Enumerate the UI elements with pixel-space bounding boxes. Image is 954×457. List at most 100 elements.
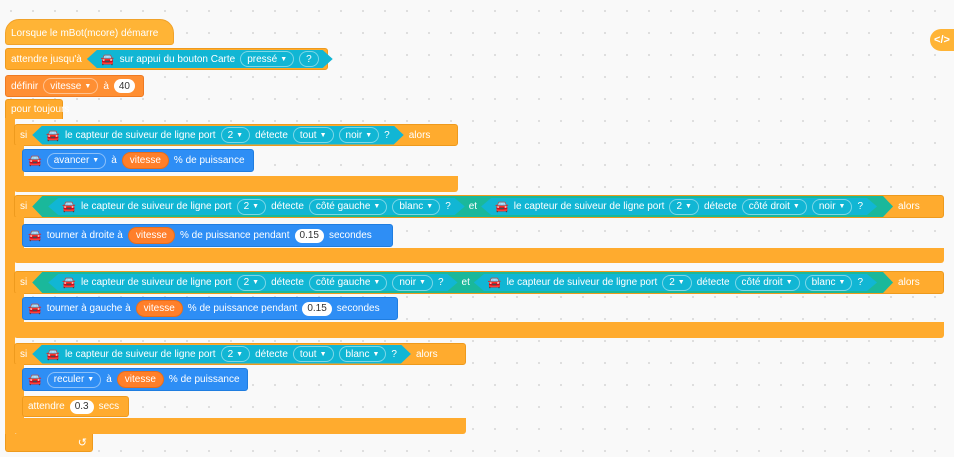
color-dropdown[interactable]: noir▼ bbox=[339, 127, 380, 143]
port-dropdown[interactable]: 2▼ bbox=[237, 275, 267, 291]
question-mark: ? bbox=[857, 277, 864, 288]
if-block-4[interactable]: si 🚘 le capteur de suiveur de ligne port… bbox=[14, 343, 466, 365]
code-view-button[interactable]: </> bbox=[930, 29, 954, 51]
port-dropdown[interactable]: 2▼ bbox=[662, 275, 692, 291]
detects-label: détecte bbox=[255, 348, 288, 360]
side-dropdown[interactable]: côté droit▼ bbox=[742, 199, 807, 215]
power-duration-label: % de puissance pendant bbox=[187, 303, 298, 314]
button-state-dropdown[interactable]: pressé▼ bbox=[240, 51, 294, 67]
and-operator[interactable]: 🚘 le capteur de suiveur de ligne port 2▼… bbox=[32, 272, 893, 293]
port-dropdown[interactable]: 2▼ bbox=[221, 346, 251, 362]
and-label: et bbox=[461, 277, 470, 288]
to-label: à bbox=[103, 80, 109, 92]
detects-label: détecte bbox=[696, 277, 730, 288]
board-button-condition[interactable]: 🚘 sur appui du bouton Carte pressé▼ ? bbox=[87, 50, 333, 68]
side-dropdown[interactable]: côté gauche▼ bbox=[309, 275, 387, 291]
turn-right-block[interactable]: 🚘 tourner à droite à vitesse % de puissa… bbox=[22, 224, 393, 247]
speed-variable[interactable]: vitesse bbox=[127, 227, 175, 244]
if-arm-2 bbox=[14, 217, 24, 251]
side-dropdown[interactable]: tout▼ bbox=[293, 127, 334, 143]
detects-label: détecte bbox=[271, 277, 304, 288]
line-sensor-condition-left[interactable]: 🚘 le capteur de suiveur de ligne port 2▼… bbox=[48, 198, 465, 215]
color-dropdown[interactable]: blanc▼ bbox=[805, 275, 853, 291]
power-label: % de puissance bbox=[173, 155, 245, 166]
seconds-input[interactable]: 0.15 bbox=[294, 228, 324, 243]
if-label: si bbox=[20, 277, 28, 288]
color-dropdown[interactable]: noir▼ bbox=[812, 199, 853, 215]
if-arm-4 bbox=[14, 364, 24, 420]
turn-left-block[interactable]: 🚘 tourner à gauche à vitesse % de puissa… bbox=[22, 297, 398, 320]
wait-label: attendre bbox=[28, 401, 65, 412]
event-start-block[interactable]: Lorsque le mBot(mcore) démarre bbox=[5, 19, 174, 45]
if-block-2[interactable]: si 🚘 le capteur de suiveur de ligne port… bbox=[14, 195, 944, 218]
sensor-text: le capteur de suiveur de ligne port bbox=[513, 201, 665, 212]
seconds-label: secondes bbox=[329, 230, 372, 241]
question-mark: ? bbox=[384, 129, 390, 141]
mbot-icon: 🚘 bbox=[495, 201, 509, 213]
wait-until-block[interactable]: attendre jusqu'à 🚘 sur appui du bouton C… bbox=[5, 48, 328, 70]
mbot-icon: 🚘 bbox=[62, 277, 76, 289]
side-dropdown[interactable]: côté droit▼ bbox=[735, 275, 800, 291]
seconds-input[interactable]: 0.15 bbox=[302, 301, 332, 316]
direction-dropdown[interactable]: avancer▼ bbox=[46, 152, 107, 169]
if-block-1[interactable]: si 🚘 le capteur de suiveur de ligne port… bbox=[14, 124, 458, 146]
if-label: si bbox=[20, 129, 28, 141]
port-dropdown[interactable]: 2▼ bbox=[237, 199, 267, 215]
speed-variable[interactable]: vitesse bbox=[116, 371, 164, 388]
then-label: alors bbox=[408, 129, 431, 141]
line-sensor-condition[interactable]: 🚘 le capteur de suiveur de ligne port 2▼… bbox=[32, 126, 403, 145]
question-mark: ? bbox=[437, 277, 444, 288]
variable-dropdown[interactable]: vitesse▼ bbox=[43, 78, 99, 94]
sensor-text: le capteur de suiveur de ligne port bbox=[80, 277, 232, 288]
mbot-icon: 🚘 bbox=[28, 303, 42, 315]
line-sensor-condition-right[interactable]: 🚘 le capteur de suiveur de ligne port 2▼… bbox=[481, 198, 877, 215]
side-dropdown[interactable]: côté gauche▼ bbox=[309, 199, 387, 215]
set-label: définir bbox=[11, 80, 39, 92]
color-dropdown[interactable]: blanc▼ bbox=[339, 346, 387, 362]
if-label: si bbox=[20, 348, 28, 360]
code-icon: </> bbox=[934, 34, 950, 46]
speed-variable[interactable]: vitesse bbox=[121, 152, 169, 169]
power-label: % de puissance bbox=[168, 374, 240, 385]
if-footer-4 bbox=[14, 418, 466, 434]
value-input[interactable]: 40 bbox=[113, 79, 135, 93]
if-block-3[interactable]: si 🚘 le capteur de suiveur de ligne port… bbox=[14, 271, 944, 294]
line-sensor-condition-right[interactable]: 🚘 le capteur de suiveur de ligne port 2▼… bbox=[474, 274, 877, 291]
side-dropdown[interactable]: tout▼ bbox=[293, 346, 334, 362]
and-label: et bbox=[468, 201, 478, 212]
forever-label: pour toujours bbox=[11, 104, 70, 115]
direction-dropdown[interactable]: reculer▼ bbox=[46, 371, 102, 388]
move-block-1[interactable]: 🚘 avancer▼ à vitesse % de puissance bbox=[22, 149, 254, 172]
detects-label: détecte bbox=[271, 201, 304, 212]
move-block-4[interactable]: 🚘 reculer▼ à vitesse % de puissance bbox=[22, 368, 248, 391]
port-dropdown[interactable]: 2▼ bbox=[669, 199, 699, 215]
speed-variable[interactable]: vitesse bbox=[135, 300, 183, 317]
mbot-icon: 🚘 bbox=[28, 230, 42, 242]
mbot-icon: 🚘 bbox=[46, 348, 60, 361]
forever-footer: ↺ bbox=[5, 434, 93, 452]
at-label: à bbox=[106, 374, 112, 385]
loop-arrow-icon: ↺ bbox=[77, 437, 87, 449]
port-dropdown[interactable]: 2▼ bbox=[221, 127, 251, 143]
mbot-icon: 🚘 bbox=[62, 201, 76, 213]
question-mark: ? bbox=[857, 201, 864, 212]
wait-seconds-input[interactable]: 0.3 bbox=[69, 399, 94, 414]
detects-label: détecte bbox=[255, 129, 288, 141]
if-footer-1 bbox=[14, 176, 458, 192]
set-variable-block[interactable]: définir vitesse▼ à 40 bbox=[5, 75, 144, 97]
mbot-icon: 🚘 bbox=[487, 277, 502, 289]
wait-seconds-block[interactable]: attendre 0.3 secs bbox=[22, 396, 129, 417]
line-sensor-condition-left[interactable]: 🚘 le capteur de suiveur de ligne port 2▼… bbox=[48, 274, 457, 291]
then-label: alors bbox=[415, 348, 438, 360]
if-arm-3 bbox=[14, 293, 24, 323]
color-dropdown[interactable]: noir▼ bbox=[392, 275, 433, 291]
question-mark: ? bbox=[445, 201, 451, 212]
if-label: si bbox=[20, 201, 28, 212]
color-dropdown[interactable]: blanc▼ bbox=[392, 199, 440, 215]
detects-label: détecte bbox=[703, 201, 737, 212]
turn-left-label: tourner à gauche à bbox=[46, 303, 131, 314]
question-mark: ? bbox=[299, 51, 319, 67]
line-sensor-condition[interactable]: 🚘 le capteur de suiveur de ligne port 2▼… bbox=[32, 345, 411, 364]
forever-block[interactable]: pour toujours bbox=[5, 99, 69, 119]
and-operator[interactable]: 🚘 le capteur de suiveur de ligne port 2▼… bbox=[32, 196, 893, 217]
